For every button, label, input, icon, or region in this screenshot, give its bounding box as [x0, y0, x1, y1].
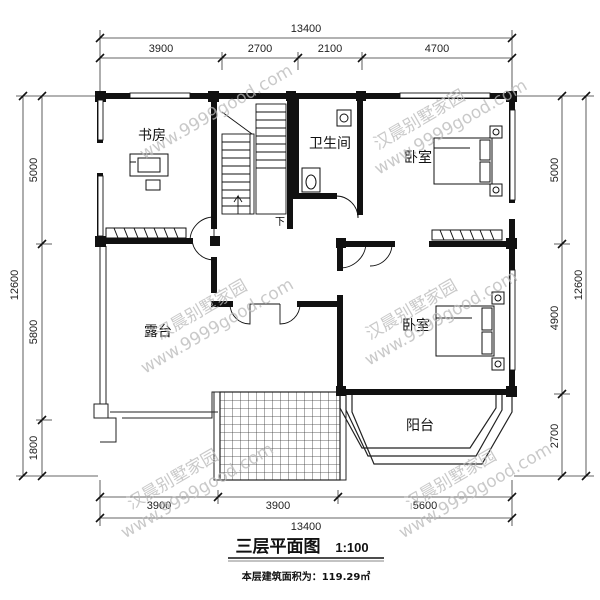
- dim-bottom-seg-2: 3900: [266, 500, 290, 512]
- dim-left-seg-1: 5000: [28, 158, 40, 182]
- drawing-title: 三层平面图: [236, 537, 321, 557]
- room-label-balcony: 阳台: [406, 418, 434, 434]
- dim-top-total: 13400: [291, 23, 322, 35]
- dim-bottom-seg-1: 3900: [147, 500, 171, 512]
- room-label-terrace: 露台: [144, 324, 172, 340]
- staircase: [221, 103, 287, 215]
- bed-top: [433, 125, 503, 197]
- dimension-ticks: [18, 33, 591, 523]
- dim-right-seg-2: 4900: [549, 306, 561, 330]
- dim-right-seg-3: 2700: [549, 424, 561, 448]
- room-label-bathroom: 卫生间: [309, 136, 351, 152]
- dim-top-seg-1: 3900: [149, 43, 173, 55]
- dim-left-total: 12600: [9, 270, 21, 301]
- railing-bedroom: [431, 229, 503, 241]
- bed-middle: [435, 291, 505, 371]
- dim-top-seg-4: 4700: [425, 43, 449, 55]
- dim-left-seg-2: 5800: [28, 320, 40, 344]
- dim-top-seg-2: 2700: [248, 43, 272, 55]
- stair-down-label: 下: [275, 217, 285, 228]
- dim-right-total: 12600: [573, 270, 585, 301]
- floor-opening-grid: [219, 391, 341, 481]
- room-label-bedroom-top: 卧室: [404, 149, 432, 166]
- room-label-study: 书房: [138, 128, 166, 144]
- study-desk: [129, 153, 169, 191]
- columns: [95, 91, 517, 397]
- dim-right-seg-1: 5000: [549, 158, 561, 182]
- room-label-bedroom-middle: 卧室: [402, 317, 430, 334]
- bathroom-fixtures: [301, 109, 352, 193]
- doors: [189, 195, 393, 325]
- dim-top-seg-3: 2100: [318, 43, 342, 55]
- railing-study: [105, 227, 187, 239]
- windows: [97, 92, 516, 371]
- dim-left-seg-3: 1800: [28, 436, 40, 460]
- floor-area-label: 本层建筑面积为：119.29㎡: [242, 570, 371, 583]
- balcony-outline: [339, 392, 513, 465]
- dim-bottom-seg-3: 5600: [413, 500, 437, 512]
- dim-bottom-total: 13400: [291, 521, 322, 533]
- drawing-scale: 1:100: [335, 540, 368, 555]
- opening-rail: [213, 392, 347, 481]
